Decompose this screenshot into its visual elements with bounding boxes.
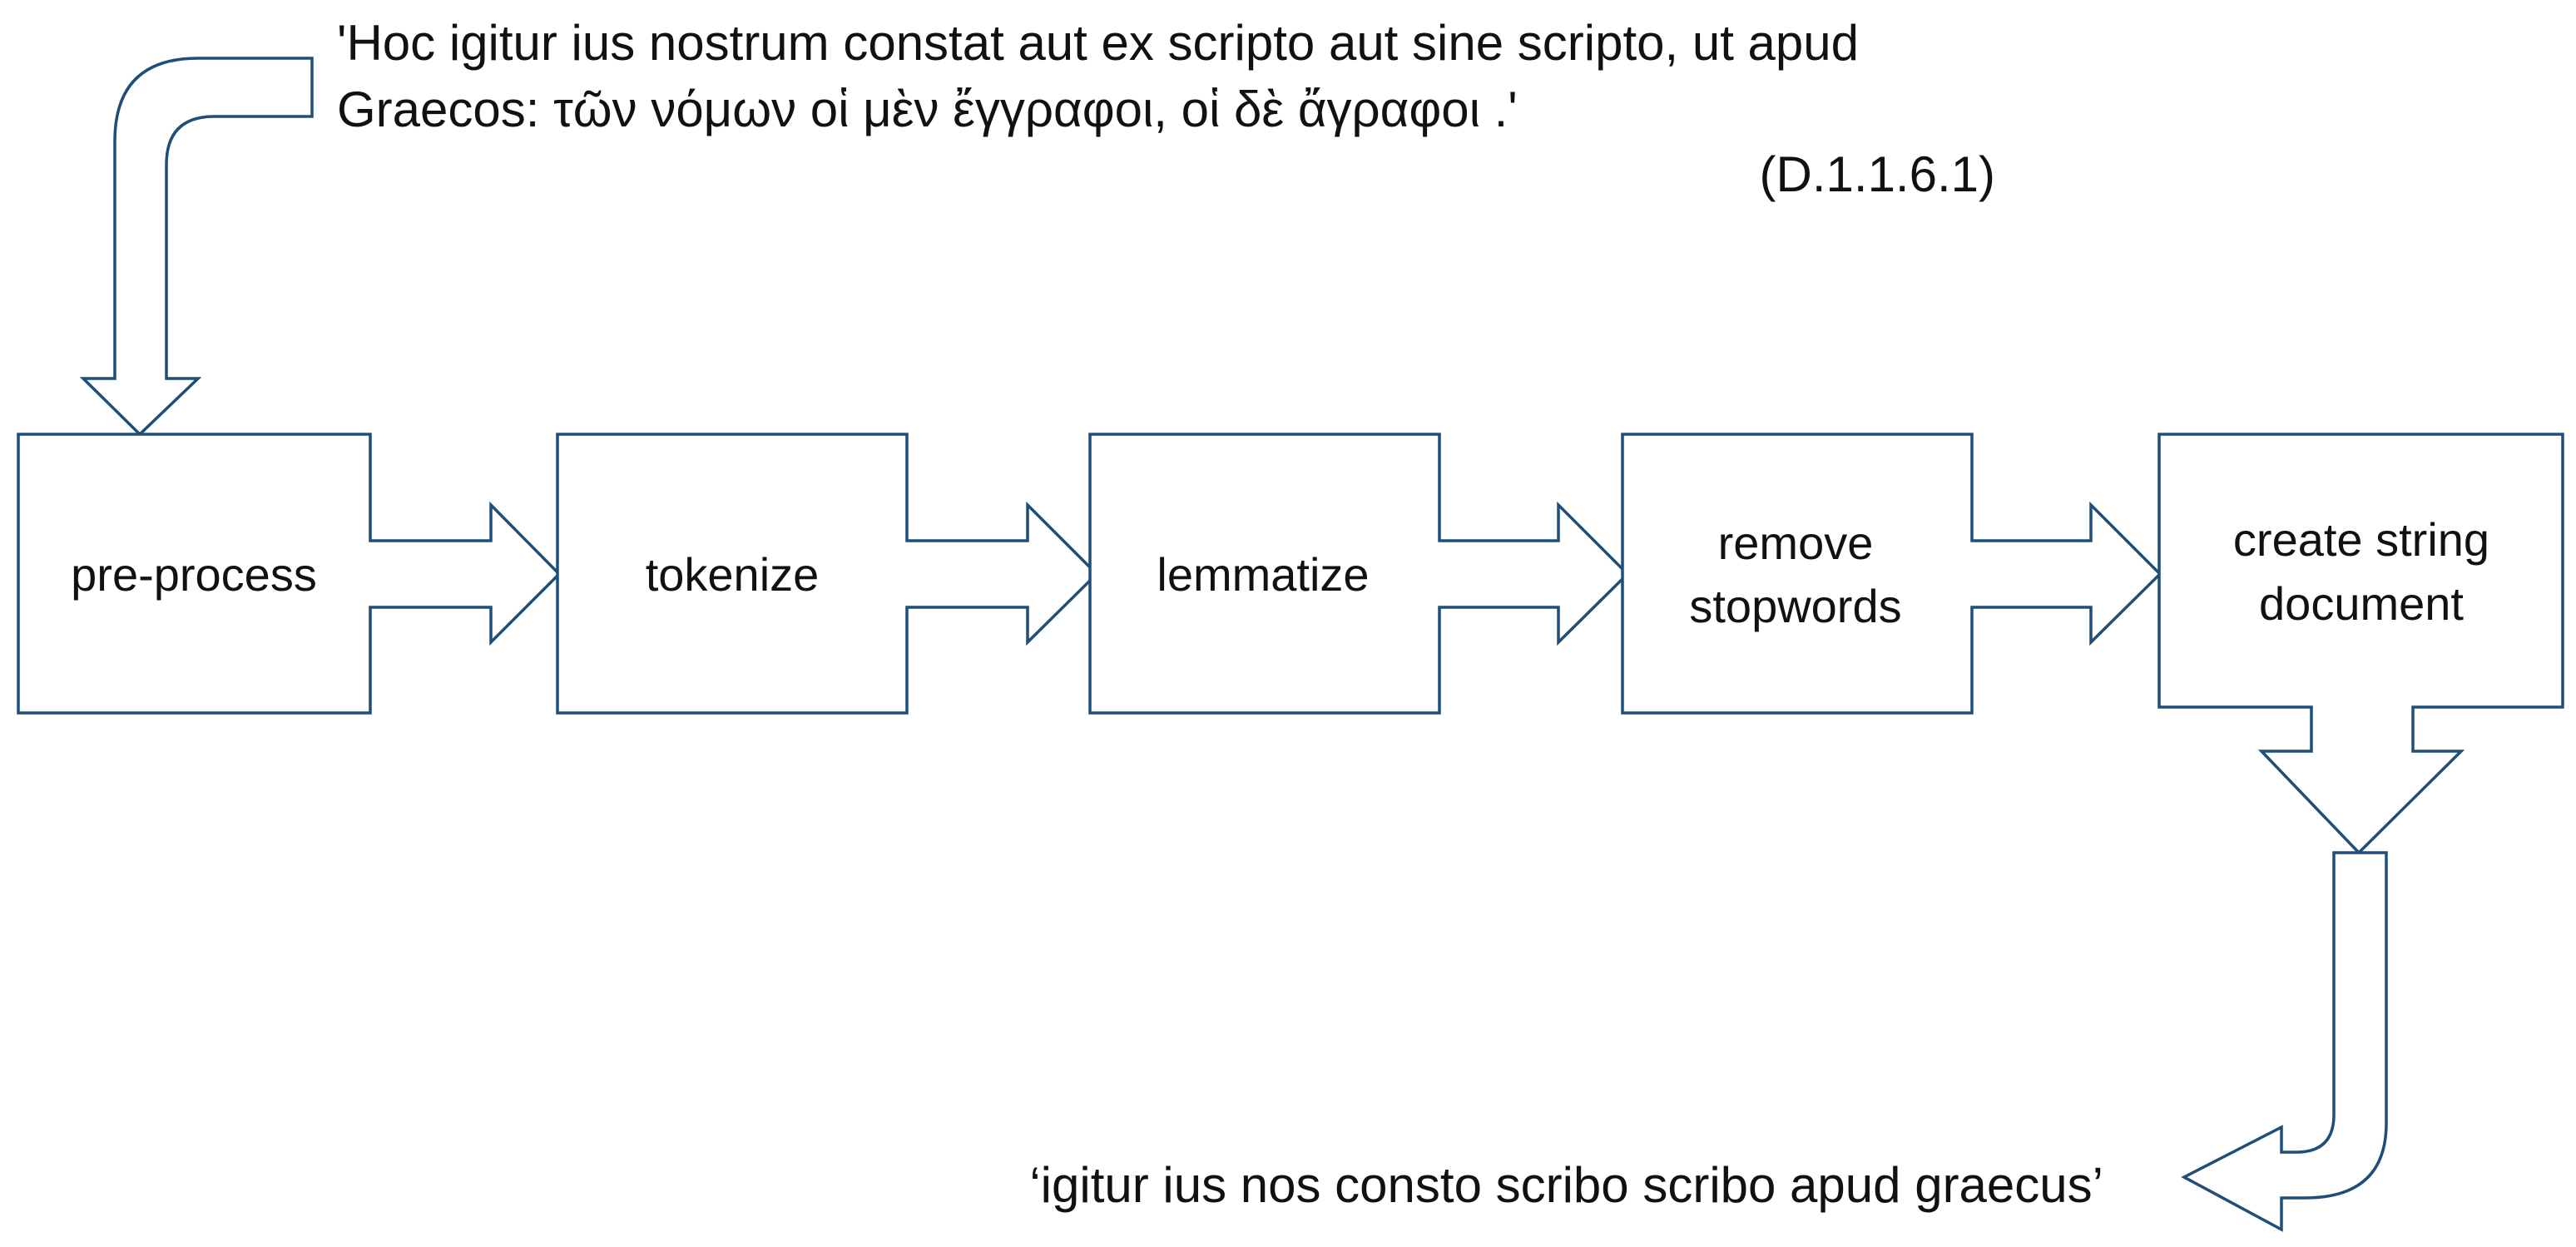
- step-tokenize: tokenize: [556, 433, 1099, 715]
- step-create-string-document: create string document: [2157, 433, 2564, 855]
- step-label-remove-stopwords-2: stopwords: [1689, 580, 1901, 632]
- step-label-pre-process: pre-process: [71, 548, 317, 601]
- step-label-create-string-document-2: document: [2259, 577, 2464, 630]
- step-box-remove-stopwords: [1621, 433, 2162, 715]
- step-label-tokenize: tokenize: [646, 548, 820, 601]
- step-pre-process: pre-process: [17, 433, 562, 715]
- input-curved-arrow: [79, 57, 314, 437]
- input-quote-line-1: 'Hoc igitur ius nostrum constat aut ex s…: [337, 15, 1859, 71]
- step-lemmatize: lemmatize: [1088, 433, 1630, 715]
- step-label-create-string-document-1: create string: [2233, 513, 2489, 566]
- step-label-lemmatize: lemmatize: [1157, 548, 1369, 601]
- step-box-lemmatize: [1088, 433, 1630, 715]
- step-box-pre-process: [17, 433, 562, 715]
- step-box-create-string-document: [2157, 433, 2564, 855]
- step-remove-stopwords: remove stopwords: [1621, 433, 2162, 715]
- input-quote-citation: (D.1.1.6.1): [1760, 146, 1995, 202]
- output-text: ‘igitur ius nos consto scribo scribo apu…: [1029, 1157, 2103, 1213]
- step-box-tokenize: [556, 433, 1099, 715]
- step-label-remove-stopwords-1: remove: [1718, 517, 1874, 569]
- input-quote-line-2: Graecos: τῶν νόμων οἱ μὲν ἔγγραφοι, οἱ δ…: [337, 82, 1518, 137]
- output-curved-arrow: [2181, 851, 2388, 1232]
